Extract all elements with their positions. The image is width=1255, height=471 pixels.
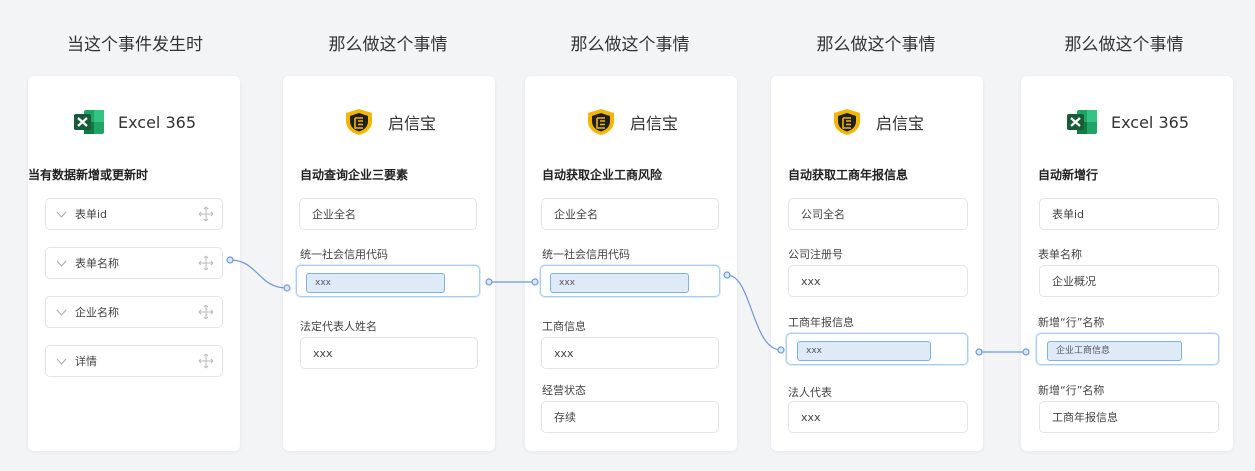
excel-icon xyxy=(1066,110,1097,134)
input-legal-rep-name[interactable]: xxx xyxy=(300,337,478,369)
input-company-full-name[interactable]: 企业全名 xyxy=(541,198,719,230)
action-title: 自动查询企业三要素 xyxy=(300,168,409,182)
field-label: 法定代表人姓名 xyxy=(300,320,377,333)
field-value: 表单id xyxy=(1052,208,1085,221)
input-company-full-name[interactable]: 企业全名 xyxy=(299,198,477,230)
chevron-down-icon[interactable] xyxy=(56,258,67,269)
qixinbao-shield-icon xyxy=(833,109,860,135)
app-row: 启信宝 xyxy=(525,108,737,136)
qixinbao-shield-icon xyxy=(345,109,372,135)
app-name: Excel 365 xyxy=(117,112,196,132)
action-card-annual-report[interactable]: 启信宝 自动获取工商年报信息 公司全名 公司注册号 xxx 工商年报信息 xxx… xyxy=(771,76,983,451)
field-label: 表单名称 xyxy=(1038,248,1082,261)
field-label: 统一社会信用代码 xyxy=(542,248,630,261)
trigger-field[interactable]: 表单id xyxy=(45,198,223,230)
column-header-trigger: 当这个事件发生时 xyxy=(67,35,203,55)
column-header-action-2: 那么做这个事情 xyxy=(570,35,690,55)
trigger-field[interactable]: 表单名称 xyxy=(45,247,223,279)
action-card-business-risk[interactable]: 启信宝 自动获取企业工商风险 企业全名 统一社会信用代码 xxx 工商信息 xx… xyxy=(525,76,737,451)
field-value: xxx xyxy=(801,410,821,424)
field-value: xxx xyxy=(554,346,574,360)
chevron-down-icon[interactable] xyxy=(56,209,67,220)
trigger-card[interactable]: Excel 365 当有数据新增或更新时 表单id 表单名称 企业名称 详情 xyxy=(28,76,240,451)
input-annual-report-info[interactable]: xxx xyxy=(786,333,968,365)
mapped-field-chip[interactable]: xxx xyxy=(306,273,445,293)
move-arrows-icon[interactable] xyxy=(198,206,214,222)
input-credit-code[interactable]: xxx xyxy=(296,265,480,297)
mapped-field-chip[interactable]: 企业工商信息 xyxy=(1047,341,1182,361)
field-value: 企业概况 xyxy=(1052,275,1096,288)
field-value: xxx xyxy=(801,274,821,288)
input-new-row-name-2[interactable]: 工商年报信息 xyxy=(1039,401,1219,433)
chevron-down-icon[interactable] xyxy=(56,307,67,318)
field-label: 经营状态 xyxy=(542,384,586,397)
field-value: 企业全名 xyxy=(554,208,598,221)
column-header-action-3: 那么做这个事情 xyxy=(816,35,936,55)
input-business-info[interactable]: xxx xyxy=(541,337,719,369)
trigger-title: 当有数据新增或更新时 xyxy=(28,168,149,182)
input-company-full-name[interactable]: 公司全名 xyxy=(788,198,968,230)
mapped-field-chip[interactable]: xxx xyxy=(550,273,689,293)
trigger-field-label: 详情 xyxy=(75,355,97,368)
field-value: 企业全名 xyxy=(312,208,356,221)
action-card-query-company[interactable]: 启信宝 自动查询企业三要素 企业全名 统一社会信用代码 xxx 法定代表人姓名 … xyxy=(283,76,495,451)
input-credit-code[interactable]: xxx xyxy=(540,265,720,297)
input-legal-representative[interactable]: xxx xyxy=(788,401,968,433)
field-label: 法人代表 xyxy=(788,386,832,399)
input-new-row-name[interactable]: 企业工商信息 xyxy=(1036,333,1219,365)
input-form-name[interactable]: 企业概况 xyxy=(1039,265,1219,297)
field-label: 新增“行”名称 xyxy=(1038,316,1105,329)
column-header-action-1: 那么做这个事情 xyxy=(328,35,448,55)
app-row: 启信宝 xyxy=(283,108,495,136)
action-title: 自动获取工商年报信息 xyxy=(788,168,909,182)
qixinbao-shield-icon xyxy=(587,109,614,135)
column-header-action-4: 那么做这个事情 xyxy=(1064,35,1184,55)
field-value: 存续 xyxy=(554,411,576,424)
input-operating-status[interactable]: 存续 xyxy=(541,401,719,433)
field-label: 统一社会信用代码 xyxy=(300,248,388,261)
chevron-down-icon[interactable] xyxy=(56,356,67,367)
trigger-field[interactable]: 企业名称 xyxy=(45,296,223,328)
input-company-reg-no[interactable]: xxx xyxy=(788,265,968,297)
action-title: 自动获取企业工商风险 xyxy=(542,168,663,182)
field-label: 工商年报信息 xyxy=(788,316,854,329)
app-row: Excel 365 xyxy=(1021,108,1233,136)
action-card-excel-add-row[interactable]: Excel 365 自动新增行 表单id 表单名称 企业概况 新增“行”名称 企… xyxy=(1021,76,1233,451)
app-name: 启信宝 xyxy=(387,114,436,133)
action-title: 自动新增行 xyxy=(1038,168,1099,182)
field-label: 新增“行”名称 xyxy=(1038,384,1105,397)
app-row: Excel 365 xyxy=(28,108,240,136)
field-value: 公司全名 xyxy=(801,208,845,221)
move-arrows-icon[interactable] xyxy=(198,353,214,369)
move-arrows-icon[interactable] xyxy=(198,304,214,320)
app-name: 启信宝 xyxy=(629,114,678,133)
app-name: 启信宝 xyxy=(875,114,924,133)
field-value: xxx xyxy=(313,346,333,360)
field-label: 公司注册号 xyxy=(788,248,843,261)
trigger-field[interactable]: 详情 xyxy=(45,345,223,377)
trigger-field-label: 表单名称 xyxy=(75,257,119,270)
trigger-field-label: 表单id xyxy=(75,208,108,221)
excel-icon xyxy=(73,110,104,134)
move-arrows-icon[interactable] xyxy=(198,255,214,271)
field-value: 工商年报信息 xyxy=(1052,411,1118,424)
app-name: Excel 365 xyxy=(1110,112,1189,132)
app-row: 启信宝 xyxy=(771,108,983,136)
mapped-field-chip[interactable]: xxx xyxy=(797,341,931,361)
trigger-field-label: 企业名称 xyxy=(75,306,119,319)
field-label: 工商信息 xyxy=(542,320,586,333)
input-form-id[interactable]: 表单id xyxy=(1039,198,1219,230)
